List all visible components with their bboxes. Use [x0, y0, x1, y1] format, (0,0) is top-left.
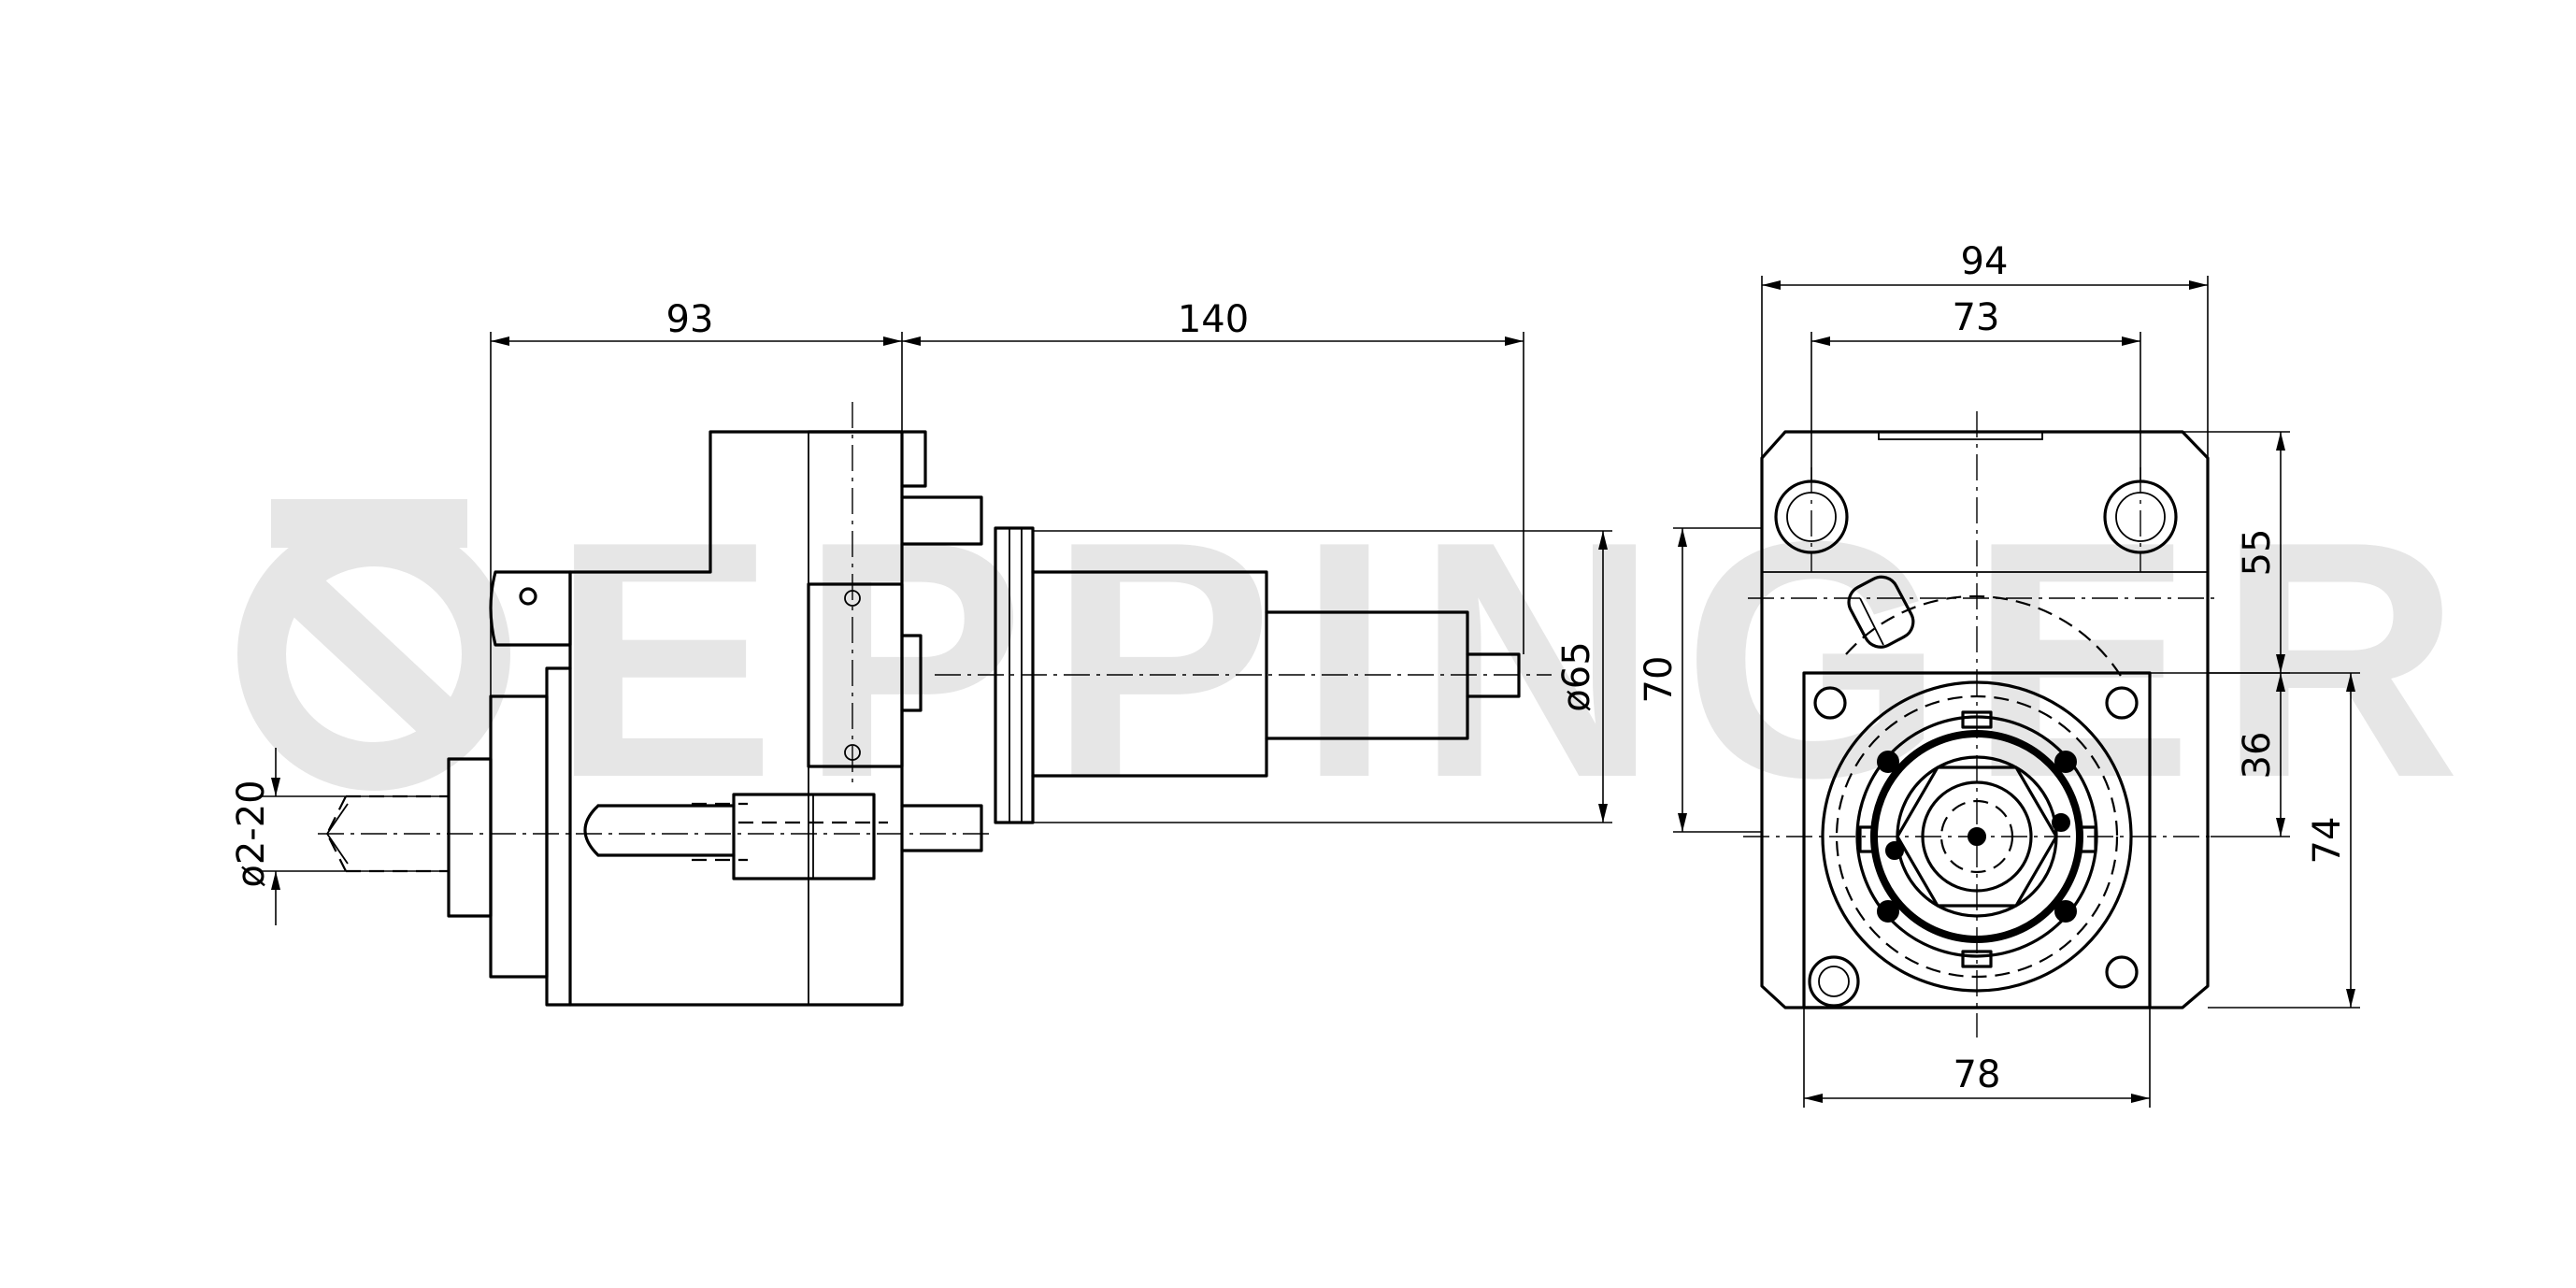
side-dimensions: 93 140 ø65 ø2-20 [230, 298, 1612, 925]
spindle-block-tab [900, 634, 923, 712]
front-view [1743, 411, 2215, 1038]
key-slot-right [2079, 825, 2097, 853]
flange-screw-tl-icon [1813, 686, 1847, 720]
front-bolt-centerline [1810, 467, 2141, 572]
dim-73-label: 73 [1953, 296, 2000, 339]
dim-diameter-2-20-label: ø2-20 [230, 780, 273, 887]
front-body-outline [1760, 430, 2210, 1009]
rear-housing-lip [489, 694, 549, 979]
dim-36-label: 36 [2236, 732, 2279, 780]
front-top-plate [1878, 432, 2043, 440]
tool-cutter-tip [326, 803, 349, 865]
dim-140-label: 140 [1178, 298, 1249, 341]
lower-pin [900, 804, 983, 852]
key-slot-bottom [1961, 950, 1993, 968]
dim-55-label: 55 [2236, 529, 2279, 577]
housing-top-cap [807, 430, 927, 488]
front-dimensions: 94 73 78 55 36 74 70 [1638, 240, 2360, 1108]
swing-radius-arc [1845, 594, 2125, 681]
rear-shaft-collar [447, 757, 493, 918]
key-slot-left [1858, 825, 1877, 853]
upper-pin [900, 495, 983, 546]
dim-93-label: 93 [666, 298, 714, 341]
shank-body [1031, 570, 1268, 778]
internal-drive-key [732, 793, 876, 880]
dim-diameter-65-label: ø65 [1555, 641, 1598, 711]
flange-screw-br-icon [2105, 955, 2139, 989]
dim-74-label: 74 [2306, 817, 2349, 865]
bolt-bottom-left-icon [1808, 955, 1860, 1008]
dim-70-label: 70 [1638, 656, 1681, 704]
dim-94-label: 94 [1961, 240, 2009, 283]
spindle-block [807, 582, 904, 768]
internal-cone [583, 804, 736, 857]
side-center-line [318, 674, 1552, 835]
flange-screw-tr-icon [2105, 686, 2139, 720]
coolant-nozzle-icon [1847, 575, 1915, 649]
dim-78-label: 78 [1953, 1053, 2001, 1096]
fitting-screw-icon [519, 587, 537, 606]
watermark-text: EPPINGER [551, 472, 2484, 848]
front-horizontal-center [1743, 597, 2215, 837]
watermark-logo-icon [237, 499, 510, 791]
spindle-pin-dots [1877, 751, 2077, 923]
watermark: EPPINGER [237, 472, 2484, 848]
